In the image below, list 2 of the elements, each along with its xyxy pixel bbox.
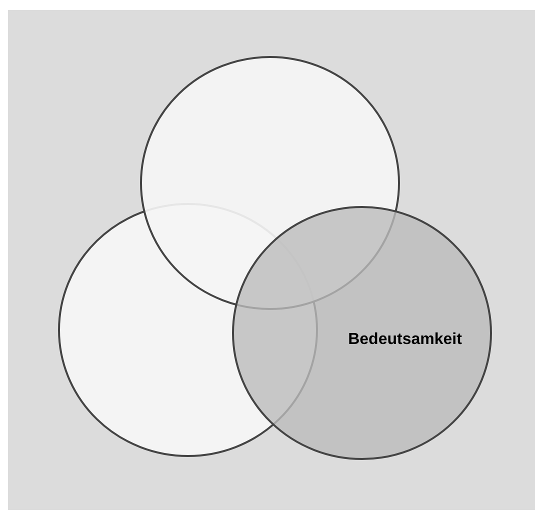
venn-circle: [232, 206, 492, 460]
circle-label: Bedeutsamkeit: [348, 331, 462, 349]
